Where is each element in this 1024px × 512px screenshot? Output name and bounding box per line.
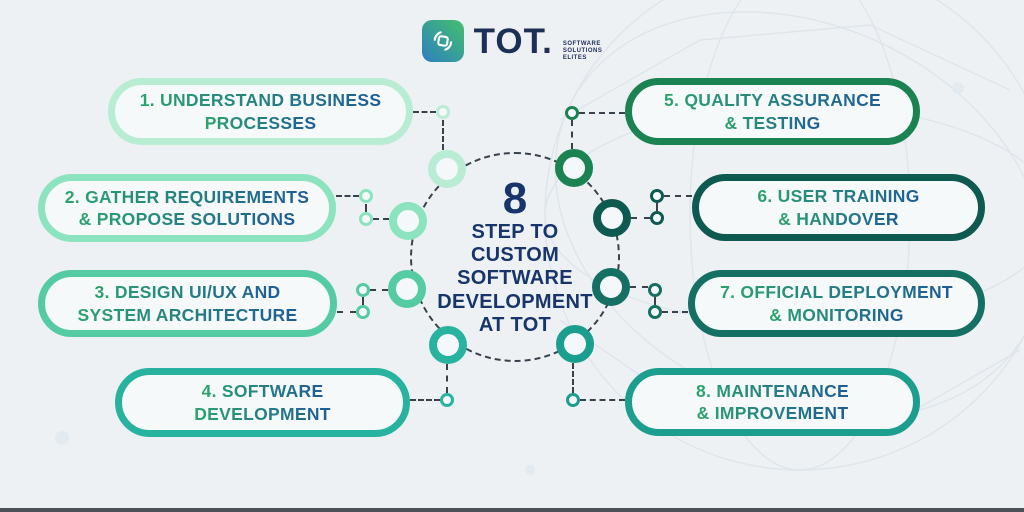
brand-tagline: SOFTWARE SOLUTIONS ELITES [563, 20, 603, 62]
step-pill-6: 6. USER TRAINING & HANDOVER [692, 174, 985, 241]
ring-small-4 [440, 393, 454, 407]
ring-node-1 [428, 150, 466, 188]
ring-small-2b [359, 212, 373, 226]
step-pill-1: 1. UNDERSTAND BUSINESS PROCESSES [108, 78, 413, 145]
connector-line [631, 217, 650, 219]
step-pill-3: 3. DESIGN UI/UX AND SYSTEM ARCHITECTURE [38, 270, 337, 337]
step-label-line: 2. GATHER REQUIREMENTS [64, 186, 310, 207]
connector-line [373, 218, 389, 220]
step-label-line: & HANDOVER [778, 208, 899, 229]
connector-line [442, 120, 444, 150]
step-label-line: & TESTING [724, 112, 821, 133]
connector-line [362, 297, 364, 305]
step-label-line: 7. OFFICIAL DEPLOYMENT [720, 282, 953, 303]
ring-node-4 [429, 326, 467, 364]
ring-small-5 [565, 106, 579, 120]
step-label-line: & MONITORING [769, 304, 904, 325]
step-pill-4: 4. SOFTWARE DEVELOPMENT [115, 368, 410, 437]
step-label-line: 4. SOFTWARE [201, 381, 324, 402]
step-label-line: SYSTEM ARCHITECTURE [77, 304, 298, 325]
step-pill-7: 7. OFFICIAL DEPLOYMENT & MONITORING [688, 270, 985, 337]
connector-line [337, 311, 356, 313]
ring-small-6b [650, 211, 664, 225]
step-label-line: 1. UNDERSTAND BUSINESS [139, 90, 382, 111]
connector-line [410, 399, 440, 401]
step-pill-8: 8. MAINTENANCE & IMPROVEMENT [625, 368, 920, 436]
ring-node-5 [555, 149, 593, 187]
center-circle: 8 STEP TO CUSTOM SOFTWARE DEVELOPMENT AT… [410, 152, 620, 362]
center-title-line: DEVELOPMENT [437, 290, 593, 313]
bottom-edge-bar [0, 508, 1024, 512]
connector-line [446, 364, 448, 393]
connector-line [662, 311, 688, 313]
connector-line [336, 195, 359, 197]
step-label-line: & IMPROVEMENT [696, 403, 849, 423]
ring-small-3a [356, 283, 370, 297]
step-label-line: 8. MAINTENANCE [696, 380, 849, 401]
center-title-line: AT TOT [478, 313, 552, 336]
ring-small-7a [648, 283, 662, 297]
connector-line [579, 112, 625, 114]
step-label-line: DEVELOPMENT [194, 403, 331, 424]
ring-small-1 [436, 105, 450, 119]
step-label-line: & PROPOSE SOLUTIONS [78, 209, 296, 229]
step-label-line: 5. QUALITY ASSURANCE [664, 90, 881, 111]
step-label-line: PROCESSES [204, 112, 317, 133]
step-label-line: 6. USER TRAINING [757, 186, 920, 207]
connector-line [654, 297, 656, 305]
ring-small-6a [650, 189, 664, 203]
center-title-line: SOFTWARE [457, 267, 573, 290]
ring-small-8 [566, 393, 580, 407]
tagline-line: SOLUTIONS [562, 48, 603, 54]
ring-node-8 [556, 325, 594, 363]
ring-node-6 [593, 199, 631, 237]
logo-sync-square-icon [421, 20, 464, 62]
connector-line [571, 120, 573, 149]
connector-line [580, 399, 625, 401]
step-label-line: 3. DESIGN UI/UX AND [94, 282, 281, 303]
connector-line [630, 286, 648, 288]
connector-line [656, 203, 658, 211]
center-step-count: 8 [502, 174, 528, 224]
connector-line [413, 111, 436, 113]
ring-small-3b [356, 305, 370, 319]
connector-line [664, 195, 692, 197]
step-pill-2: 2. GATHER REQUIREMENTS & PROPOSE SOLUTIO… [38, 174, 336, 242]
logo: TOT. SOFTWARE SOLUTIONS ELITES [0, 20, 1024, 62]
connector-line [572, 363, 574, 393]
brand-text: TOT. [473, 21, 553, 61]
center-title-line: CUSTOM [470, 244, 560, 267]
ring-node-7 [592, 268, 630, 306]
ring-small-7b [648, 305, 662, 319]
ring-node-3 [388, 270, 426, 308]
tagline-line: ELITES [562, 55, 587, 61]
ring-small-2a [359, 189, 373, 203]
connector-line [370, 289, 388, 291]
center-title-line: STEP TO [471, 221, 559, 244]
step-pill-5: 5. QUALITY ASSURANCE & TESTING [625, 78, 920, 145]
connector-line [365, 204, 367, 212]
ring-node-2 [389, 202, 427, 240]
tagline-line: SOFTWARE [562, 41, 601, 47]
